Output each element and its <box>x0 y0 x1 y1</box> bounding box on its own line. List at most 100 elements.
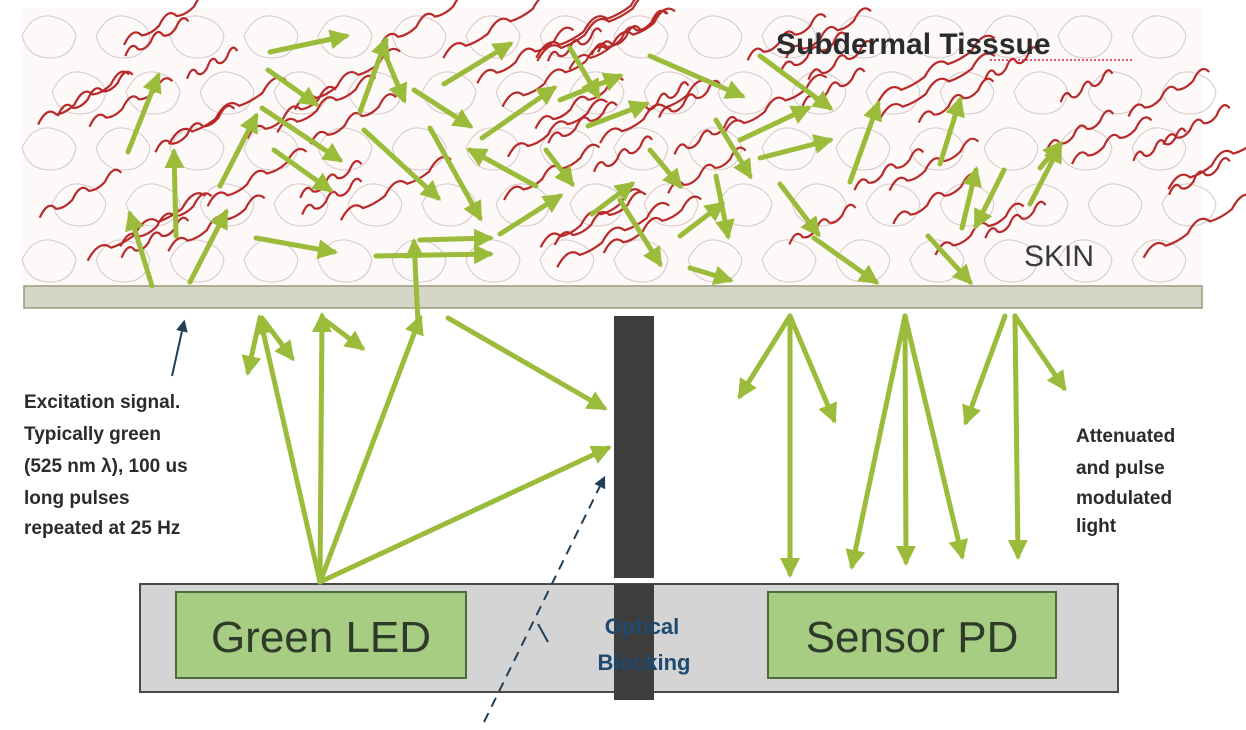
optical-blocker-base <box>614 584 654 700</box>
light-ray-arrow <box>253 235 338 260</box>
tissue-cell <box>687 239 743 283</box>
tissue-cell <box>569 71 625 115</box>
light-ray-arrow <box>1027 142 1063 207</box>
tissue-cell <box>865 71 921 115</box>
blocking-callout-arrow <box>483 475 606 723</box>
tissue-cell <box>1131 239 1187 283</box>
light-ray-arrow <box>373 244 494 265</box>
optical-blocker <box>614 316 654 578</box>
light-ray-arrow <box>319 315 366 351</box>
light-ray-arrow <box>589 181 636 217</box>
blood-vessel <box>37 70 130 125</box>
tissue-cell <box>613 239 669 283</box>
tissue-cell <box>273 183 329 227</box>
blood-vessel <box>276 74 377 133</box>
light-ray-arrow <box>164 148 185 239</box>
blood-vessel <box>1127 67 1210 117</box>
tissue-cell <box>1057 15 1113 59</box>
blood-vessel <box>1167 146 1246 190</box>
excitation-note-line: Excitation signal. <box>24 392 180 413</box>
light-ray-arrow <box>187 208 229 285</box>
light-ray-arrow <box>253 314 323 585</box>
light-ray-arrow <box>241 315 263 376</box>
tissue-cell <box>909 239 965 283</box>
blood-vessel <box>746 13 827 61</box>
tissue-cell <box>835 239 891 283</box>
output-note-line: Attenuated <box>1076 426 1175 447</box>
light-ray-arrow <box>271 147 334 193</box>
excitation-note-line: (525 nm λ), 100 us <box>24 456 188 477</box>
blood-vessel <box>38 168 123 219</box>
blood-vessel <box>556 201 670 268</box>
light-ray-arrow <box>962 313 1008 426</box>
tissue-cell <box>421 71 477 115</box>
blood-vessel <box>1070 116 1153 165</box>
light-ray-arrow <box>777 181 821 238</box>
light-ray-arrow <box>811 235 880 285</box>
subdermal-tissue-title: Subdermal Tisssue <box>776 28 1051 61</box>
light-ray-arrow <box>497 193 564 237</box>
blood-vessel <box>536 0 640 62</box>
light-ray-arrow <box>381 49 408 104</box>
blood-vessel <box>878 52 996 120</box>
green-led-box <box>175 591 467 679</box>
light-ray-arrow <box>441 41 514 87</box>
tissue-cells <box>21 15 1217 283</box>
light-ray-arrow <box>265 67 320 107</box>
tissue-cell <box>95 239 151 283</box>
tissue-cell <box>51 183 107 227</box>
light-ray-arrow <box>737 313 793 400</box>
blood-vessel <box>501 45 608 108</box>
light-ray-arrow <box>361 127 441 201</box>
tissue-cell <box>1161 183 1217 227</box>
blood-vessel <box>535 0 636 59</box>
output-note-line: light <box>1076 516 1117 537</box>
blocking-callout-tick <box>537 623 549 643</box>
blood-vessel <box>186 46 239 80</box>
light-ray-arrow <box>317 314 424 585</box>
output-note-line: modulated <box>1076 488 1172 509</box>
light-ray-arrow <box>757 53 834 111</box>
light-ray-arrow <box>259 105 344 163</box>
blood-vessel <box>507 98 608 158</box>
blood-vessel <box>339 155 452 221</box>
blood-vessel <box>673 115 738 155</box>
blood-vessel <box>476 26 575 84</box>
output-note-line: and pulse <box>1076 458 1165 479</box>
excitation-callout-arrow <box>171 319 188 377</box>
tissue-cell <box>1013 71 1069 115</box>
blood-vessel <box>592 135 654 173</box>
light-ray-arrow <box>427 125 483 222</box>
light-ray-arrow <box>217 112 259 189</box>
tissue-cell <box>761 15 817 59</box>
tissue-cell <box>95 127 151 171</box>
optical-blocking-label-line2: Blocking <box>598 650 691 675</box>
blood-vessel <box>442 0 540 59</box>
tissue-cell <box>21 127 77 171</box>
blood-vessel <box>378 0 459 48</box>
tissue-cell <box>465 15 521 59</box>
light-ray-arrow <box>937 96 965 167</box>
tissue-cell <box>1131 127 1187 171</box>
tissue-cell <box>465 127 521 171</box>
blood-vessel <box>888 137 980 191</box>
tissue-cell <box>1131 15 1187 59</box>
tissue-cell <box>761 239 817 283</box>
light-ray-arrow <box>902 313 969 560</box>
tissue-cell <box>983 127 1039 171</box>
tissue-cell <box>717 71 773 115</box>
tissue-cell <box>539 15 595 59</box>
tissue-cell <box>939 183 995 227</box>
light-ray-arrow <box>411 87 474 129</box>
blood-vessel <box>602 195 702 254</box>
tissue-cell <box>21 239 77 283</box>
blood-vessel <box>722 73 828 135</box>
light-ray-arrow <box>317 445 612 585</box>
tissue-cell <box>317 127 373 171</box>
tissue-cell <box>1087 183 1143 227</box>
light-ray-arrow <box>585 100 650 129</box>
skin-layer <box>23 285 1203 309</box>
light-ray-arrow <box>847 100 883 185</box>
light-ray-arrow <box>417 228 494 249</box>
